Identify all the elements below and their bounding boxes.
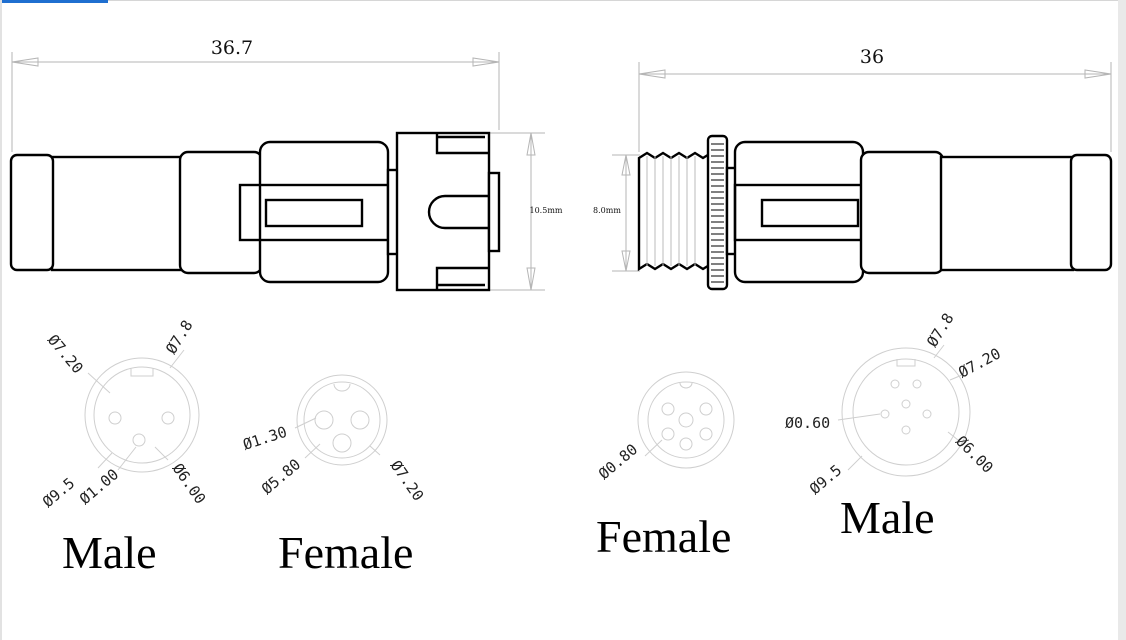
- top-border: [108, 0, 1126, 1]
- right-height-dimension: 8.0mm: [593, 154, 640, 272]
- left-coupling-nut: [395, 131, 491, 292]
- left-tip: [487, 171, 501, 253]
- pin-view-female-5pin: Ø0.80 Female: [595, 371, 735, 562]
- right-thread-lines: [646, 156, 696, 266]
- left-length-label: 36.7: [211, 37, 253, 59]
- female3-dim-circle: Ø5.80: [258, 455, 304, 498]
- left-height-dimension: 10.5mm: [490, 132, 563, 291]
- female3-dim-pin: Ø1.30: [241, 423, 290, 454]
- male5-dim-circle: Ø6.00: [952, 432, 997, 477]
- left-grip: [258, 140, 390, 284]
- pin-view-female-3pin: Ø1.30 Ø5.80 Ø7.20 Female: [241, 374, 428, 578]
- left-height-label: 10.5mm: [530, 206, 563, 215]
- male5-dim-pin: Ø0.60: [785, 414, 830, 432]
- male3-dim-circle: Ø6.00: [169, 460, 210, 507]
- left-connector: 36.7 10.5mm: [9, 37, 563, 292]
- right-height-label: 8.0mm: [593, 206, 621, 215]
- female3-dim-outer: Ø7.20: [387, 457, 428, 504]
- right-grip: [733, 140, 865, 284]
- left-cable-end: [9, 153, 55, 272]
- right-body: [859, 150, 945, 275]
- male5-dim-outer: Ø7.20: [955, 344, 1003, 381]
- left-border: [0, 0, 2, 640]
- left-body: [178, 150, 264, 275]
- male3-dim-outer: Ø7.20: [44, 331, 87, 377]
- left-window: [264, 198, 364, 228]
- right-connector: 36 8.0mm: [593, 46, 1113, 291]
- left-length-dimension: 36.7: [11, 37, 500, 152]
- right-cable-sleeve: [939, 155, 1075, 272]
- right-window: [760, 198, 860, 228]
- right-length-label: 36: [860, 46, 884, 68]
- top-accent-bar: [0, 0, 108, 3]
- right-cable-end: [1069, 153, 1113, 272]
- male3-dim-thread: Ø9.5: [39, 474, 78, 511]
- male3-dim-pin: Ø1.00: [76, 465, 122, 508]
- right-scrollbar-edge: [1118, 0, 1126, 640]
- male5-dim-face: Ø7.8: [923, 310, 957, 350]
- right-knurled-nut: [706, 134, 729, 291]
- left-cable-sleeve: [50, 155, 184, 272]
- pin-view-male-5pin: Ø7.8 Ø7.20 Ø0.60 Ø9.5 Ø6.00 Male: [785, 310, 1004, 543]
- right-length-dimension: 36: [638, 46, 1112, 152]
- female5-dim-pin: Ø0.80: [595, 440, 641, 483]
- right-knurl-lines: [711, 143, 724, 283]
- female5-label: Female: [596, 511, 731, 562]
- male5-label: Male: [840, 492, 935, 543]
- pin-view-male-3pin: Ø7.20 Ø7.8 Ø9.5 Ø1.00 Ø6.00 Male: [39, 317, 209, 578]
- male3-label: Male: [62, 527, 157, 578]
- male3-dim-face: Ø7.8: [162, 317, 196, 357]
- female3-label: Female: [278, 527, 413, 578]
